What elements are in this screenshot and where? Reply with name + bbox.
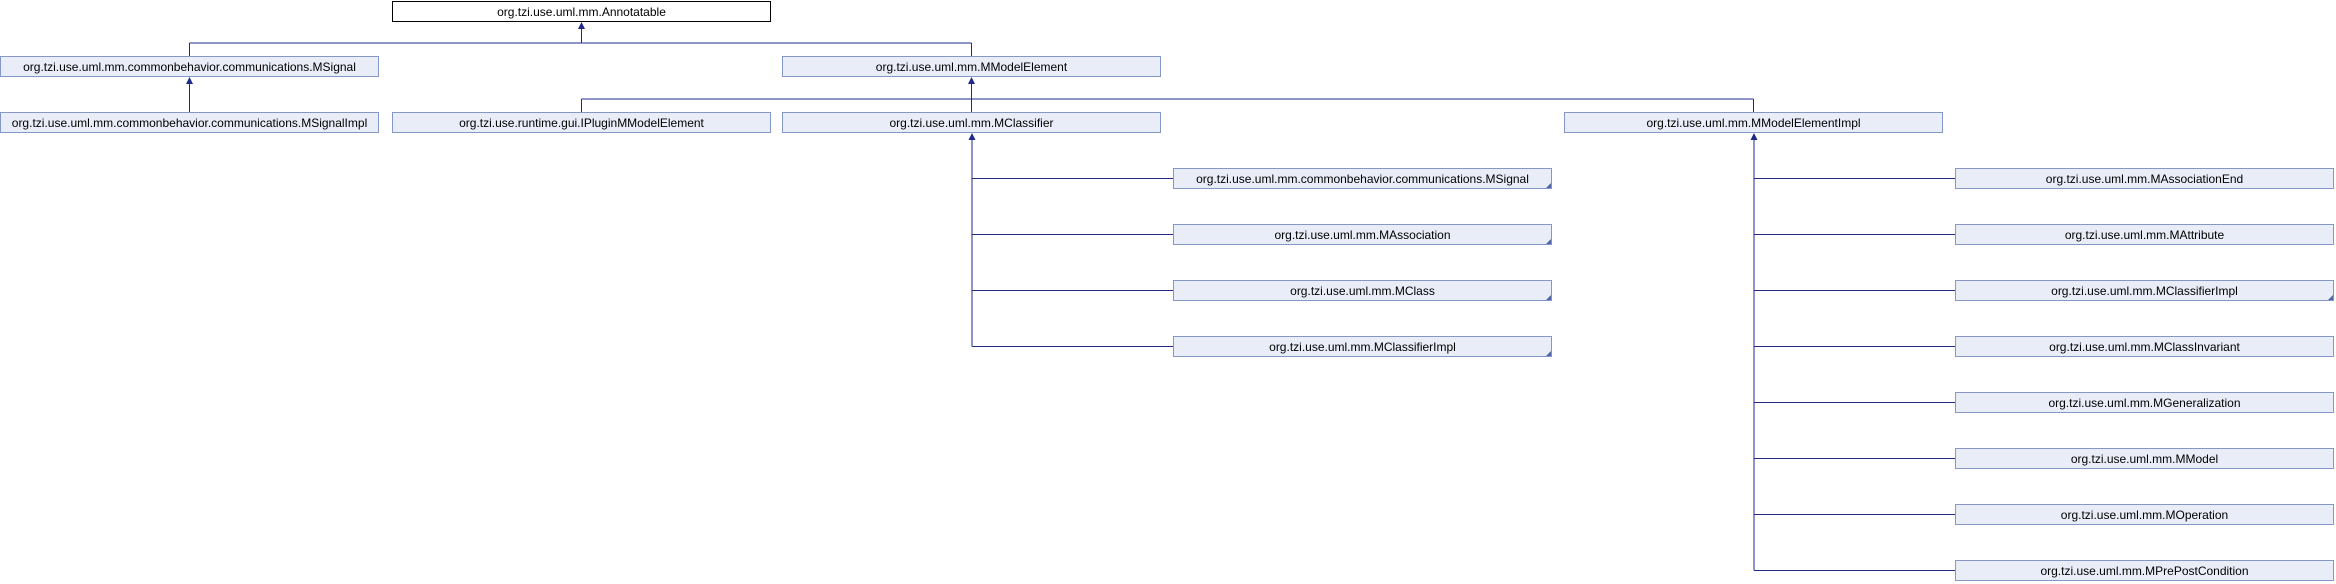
class-node-box bbox=[1173, 280, 1552, 301]
class-node-label: org.tzi.use.uml.mm.MModelElementImpl bbox=[1646, 116, 1860, 130]
class-node-msignalimpl[interactable]: org.tzi.use.uml.mm.commonbehavior.commun… bbox=[0, 112, 379, 133]
class-node-label: org.tzi.use.uml.mm.MPrePostCondition bbox=[2040, 564, 2248, 578]
class-node-label: org.tzi.use.uml.mm.MAssociationEnd bbox=[2046, 172, 2243, 186]
class-node-msignal-sub[interactable]: org.tzi.use.uml.mm.commonbehavior.commun… bbox=[1173, 168, 1552, 189]
class-node-mattribute[interactable]: org.tzi.use.uml.mm.MAttribute bbox=[1955, 224, 2334, 245]
class-node-box bbox=[0, 56, 379, 77]
class-node-label: org.tzi.use.uml.mm.MAttribute bbox=[2065, 228, 2225, 242]
class-node-mprepostcondition[interactable]: org.tzi.use.uml.mm.MPrePostCondition bbox=[1955, 560, 2334, 581]
class-node-label: org.tzi.use.uml.mm.MClassifierImpl bbox=[1269, 340, 1456, 354]
class-node-box bbox=[392, 1, 771, 22]
class-node-massociation[interactable]: org.tzi.use.uml.mm.MAssociation bbox=[1173, 224, 1552, 245]
folded-corner-icon bbox=[1546, 295, 1551, 300]
class-node-label: org.tzi.use.uml.mm.MModelElement bbox=[876, 60, 1068, 74]
class-node-box bbox=[782, 112, 1161, 133]
class-node-label: org.tzi.use.uml.mm.Annotatable bbox=[497, 5, 666, 19]
class-node-label: org.tzi.use.uml.mm.commonbehavior.commun… bbox=[23, 60, 356, 74]
class-node-moperation[interactable]: org.tzi.use.uml.mm.MOperation bbox=[1955, 504, 2334, 525]
inheritance-edges bbox=[186, 22, 1955, 571]
arrow-head-icon bbox=[968, 133, 976, 140]
class-node-label: org.tzi.use.runtime.gui.IPluginMModelEle… bbox=[459, 116, 704, 130]
arrow-head-icon bbox=[968, 77, 975, 84]
class-node-msignal-iface[interactable]: org.tzi.use.uml.mm.commonbehavior.commun… bbox=[0, 56, 379, 77]
class-node-massociationend[interactable]: org.tzi.use.uml.mm.MAssociationEnd bbox=[1955, 168, 2334, 189]
class-node-label: org.tzi.use.uml.mm.MClassInvariant bbox=[2049, 340, 2240, 354]
folded-corner-icon bbox=[1546, 183, 1551, 188]
class-node-box bbox=[1173, 168, 1552, 189]
class-node-box bbox=[1955, 336, 2334, 357]
class-node-mclassifier[interactable]: org.tzi.use.uml.mm.MClassifier bbox=[782, 112, 1161, 133]
class-node-box bbox=[1955, 280, 2334, 301]
class-node-annotatable[interactable]: org.tzi.use.uml.mm.Annotatable bbox=[392, 1, 771, 22]
class-node-label: org.tzi.use.uml.mm.MOperation bbox=[2061, 508, 2228, 522]
class-node-ipluginmmodelelement[interactable]: org.tzi.use.runtime.gui.IPluginMModelEle… bbox=[392, 112, 771, 133]
class-node-box bbox=[1955, 224, 2334, 245]
class-node-mclassifierimpl-a[interactable]: org.tzi.use.uml.mm.MClassifierImpl bbox=[1173, 336, 1552, 357]
class-node-mclass[interactable]: org.tzi.use.uml.mm.MClass bbox=[1173, 280, 1552, 301]
arrow-head-icon bbox=[578, 22, 585, 29]
class-node-label: org.tzi.use.uml.mm.commonbehavior.commun… bbox=[1196, 172, 1529, 186]
folded-corner-icon bbox=[2328, 295, 2333, 300]
class-node-mclassifierimpl-b[interactable]: org.tzi.use.uml.mm.MClassifierImpl bbox=[1955, 280, 2334, 301]
class-node-box bbox=[1564, 112, 1943, 133]
folded-corner-icon bbox=[1546, 351, 1551, 356]
class-node-box bbox=[1173, 224, 1552, 245]
class-node-mgeneralization[interactable]: org.tzi.use.uml.mm.MGeneralization bbox=[1955, 392, 2334, 413]
class-node-box bbox=[1955, 448, 2334, 469]
class-node-label: org.tzi.use.uml.mm.MModel bbox=[2071, 452, 2218, 466]
class-node-box bbox=[1955, 504, 2334, 525]
folded-corner-icon bbox=[1546, 239, 1551, 244]
class-node-box bbox=[0, 112, 379, 133]
class-node-mmodelelement[interactable]: org.tzi.use.uml.mm.MModelElement bbox=[782, 56, 1161, 77]
arrow-head-icon bbox=[186, 77, 193, 84]
class-node-box bbox=[1955, 560, 2334, 581]
class-node-mmodel[interactable]: org.tzi.use.uml.mm.MModel bbox=[1955, 448, 2334, 469]
arrow-head-icon bbox=[1750, 133, 1758, 140]
class-node-label: org.tzi.use.uml.mm.MAssociation bbox=[1274, 228, 1450, 242]
class-node-label: org.tzi.use.uml.mm.MClassifier bbox=[889, 116, 1053, 130]
class-node-box bbox=[1955, 392, 2334, 413]
class-node-mmodelelementimpl[interactable]: org.tzi.use.uml.mm.MModelElementImpl bbox=[1564, 112, 1943, 133]
class-node-label: org.tzi.use.uml.mm.MClass bbox=[1290, 284, 1435, 298]
class-node-box bbox=[1173, 336, 1552, 357]
class-node-box bbox=[782, 56, 1161, 77]
class-node-label: org.tzi.use.uml.mm.commonbehavior.commun… bbox=[12, 116, 367, 130]
class-node-mclassinvariant[interactable]: org.tzi.use.uml.mm.MClassInvariant bbox=[1955, 336, 2334, 357]
class-node-label: org.tzi.use.uml.mm.MClassifierImpl bbox=[2051, 284, 2238, 298]
class-node-box bbox=[1955, 168, 2334, 189]
class-node-label: org.tzi.use.uml.mm.MGeneralization bbox=[2048, 396, 2240, 410]
class-node-box bbox=[392, 112, 771, 133]
